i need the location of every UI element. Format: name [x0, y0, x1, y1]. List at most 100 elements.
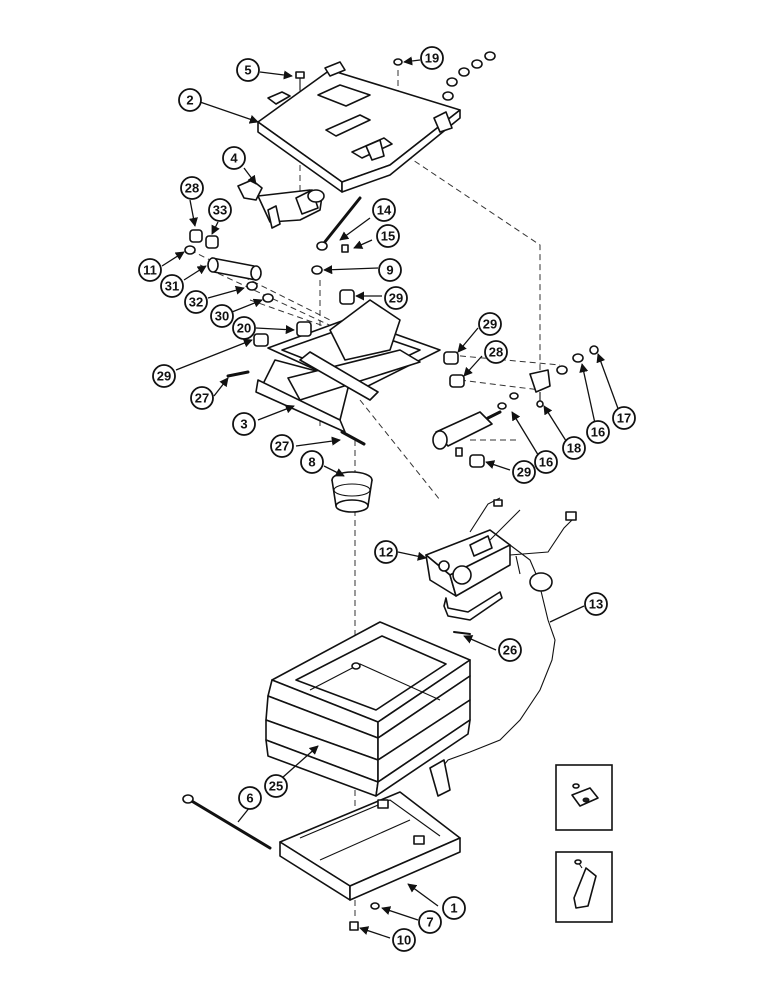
callout-20: 20 — [232, 316, 256, 340]
callout-28-right: 28 — [484, 340, 508, 364]
svg-text:30: 30 — [215, 309, 229, 324]
svg-text:19: 19 — [425, 51, 439, 66]
svg-text:29: 29 — [517, 465, 531, 480]
svg-text:7: 7 — [426, 915, 433, 930]
callout-31: 31 — [160, 274, 184, 298]
svg-text:13: 13 — [589, 597, 603, 612]
svg-text:29: 29 — [389, 291, 403, 306]
callout-10: 10 — [392, 928, 416, 952]
bolt-5 — [295, 71, 305, 90]
callout-12: 12 — [374, 540, 398, 564]
nuts-16-17 — [556, 345, 599, 375]
svg-text:17: 17 — [617, 411, 631, 426]
scissor-frame — [253, 289, 441, 433]
svg-text:15: 15 — [381, 229, 395, 244]
pin-27-upper — [226, 370, 250, 378]
svg-text:28: 28 — [185, 181, 199, 196]
callout-leaders — [161, 56, 621, 939]
svg-text:27: 27 — [195, 391, 209, 406]
svg-text:1: 1 — [450, 901, 457, 916]
svg-text:11: 11 — [143, 263, 157, 278]
callout-14: 14 — [372, 198, 396, 222]
callout-5: 5 — [236, 58, 260, 82]
pin-15 — [341, 244, 349, 253]
switch-harness — [429, 511, 577, 797]
callout-30: 30 — [210, 304, 234, 328]
svg-text:20: 20 — [237, 321, 251, 336]
svg-text:14: 14 — [377, 203, 392, 218]
callout-1: 1 — [442, 896, 466, 920]
svg-text:25: 25 — [269, 779, 283, 794]
pin-26 — [453, 631, 471, 635]
callout-32: 32 — [184, 290, 208, 314]
left-hardware — [184, 229, 274, 303]
svg-text:18: 18 — [567, 441, 581, 456]
svg-text:3: 3 — [240, 417, 247, 432]
svg-text:32: 32 — [189, 295, 203, 310]
rod-14 — [316, 196, 362, 251]
callout-2: 2 — [178, 88, 202, 112]
callout-7: 7 — [418, 910, 442, 934]
svg-text:2: 2 — [186, 93, 193, 108]
compressor — [425, 497, 521, 621]
callout-17: 17 — [612, 406, 636, 430]
svg-text:8: 8 — [308, 455, 315, 470]
callout-16-right: 16 — [586, 420, 610, 444]
long-rod — [182, 794, 272, 850]
callout-29-bottom: 29 — [512, 460, 536, 484]
svg-text:10: 10 — [397, 933, 411, 948]
callout-19: 19 — [420, 46, 444, 70]
svg-text:28: 28 — [489, 345, 503, 360]
callout-29-top: 29 — [384, 286, 408, 310]
callout-33: 33 — [208, 198, 232, 222]
svg-text:16: 16 — [591, 425, 605, 440]
small-hardware-top-right — [442, 51, 496, 101]
pin-27-lower — [340, 430, 366, 446]
svg-text:33: 33 — [213, 203, 227, 218]
callout-29-left: 29 — [152, 364, 176, 388]
nut-9 — [311, 265, 323, 275]
svg-text:31: 31 — [165, 279, 179, 294]
callout-8: 8 — [300, 450, 324, 474]
svg-text:29: 29 — [157, 369, 171, 384]
callout-28-left: 28 — [180, 176, 204, 200]
svg-text:27: 27 — [275, 439, 289, 454]
callout-4: 4 — [222, 146, 246, 170]
callout-25: 25 — [264, 774, 288, 798]
svg-text:5: 5 — [244, 63, 251, 78]
air-spring — [331, 471, 373, 513]
callout-16-left: 16 — [534, 450, 558, 474]
callout-26: 26 — [498, 638, 522, 662]
callout-13: 13 — [584, 592, 608, 616]
svg-text:9: 9 — [386, 263, 393, 278]
inset-clamp — [555, 851, 613, 923]
svg-text:12: 12 — [379, 545, 393, 560]
callout-18: 18 — [562, 436, 586, 460]
svg-text:16: 16 — [539, 455, 553, 470]
callout-11: 11 — [138, 258, 162, 282]
callout-27-upper: 27 — [190, 386, 214, 410]
washer-7 — [370, 902, 380, 910]
nut-19 — [393, 58, 403, 66]
callout-9: 9 — [378, 258, 402, 282]
callout-15: 15 — [376, 224, 400, 248]
right-bushings — [443, 351, 485, 468]
shock-absorber — [432, 392, 519, 457]
svg-text:6: 6 — [246, 791, 253, 806]
callout-27-lower: 27 — [270, 434, 294, 458]
callout-3: 3 — [232, 412, 256, 436]
seat-top-plate — [257, 61, 461, 193]
bracket-18 — [529, 369, 551, 408]
bolt-10 — [349, 921, 359, 931]
callout-6: 6 — [238, 786, 262, 810]
adjust-lever-assembly — [237, 179, 325, 229]
svg-text:29: 29 — [483, 317, 497, 332]
svg-text:4: 4 — [230, 151, 238, 166]
callout-29-right-upper: 29 — [478, 312, 502, 336]
base-plate — [279, 791, 461, 901]
svg-text:26: 26 — [503, 643, 517, 658]
bellows — [265, 621, 471, 797]
inset-fitting — [555, 764, 613, 831]
